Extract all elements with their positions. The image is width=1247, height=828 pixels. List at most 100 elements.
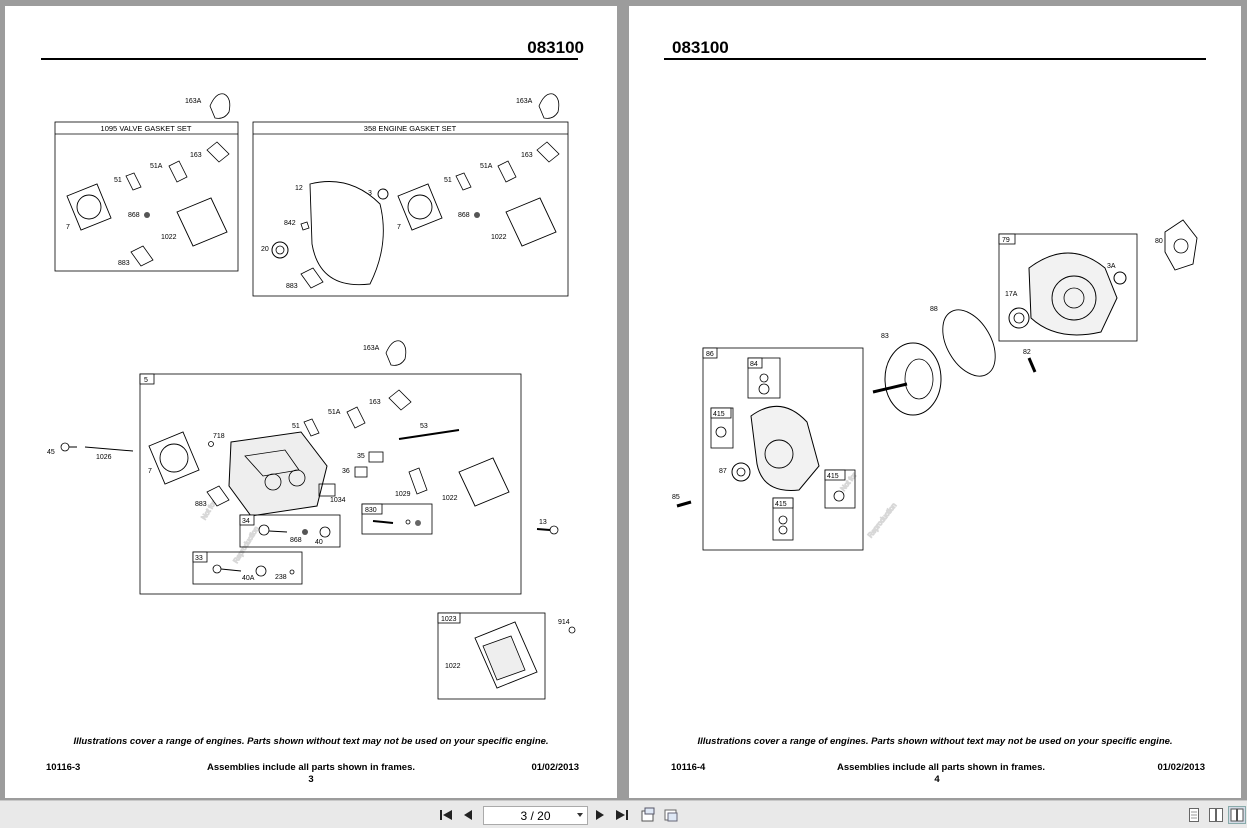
frame-rocker-cover (437, 612, 546, 700)
svg-text:35: 35 (357, 453, 365, 460)
frame-engine-gasket-set (252, 121, 569, 297)
svg-text:13: 13 (539, 519, 547, 526)
svg-text:51: 51 (444, 177, 452, 184)
svg-text:1022: 1022 (491, 234, 507, 241)
svg-text:53: 53 (420, 423, 428, 430)
svg-text:163: 163 (190, 152, 202, 159)
svg-text:84: 84 (750, 361, 758, 368)
svg-text:883: 883 (195, 501, 207, 508)
parts-diagram-crankcase-cover: Not for Reproduction 79 3A 17A 80 88 83 … (672, 219, 1198, 551)
svg-text:868: 868 (128, 212, 140, 219)
part-label: 163A (516, 98, 533, 105)
svg-text:415: 415 (713, 411, 725, 418)
svg-text:7: 7 (397, 224, 401, 231)
svg-text:33: 33 (195, 555, 203, 562)
svg-text:415: 415 (775, 501, 787, 508)
frame-exhaust-valve (239, 514, 341, 548)
svg-text:88: 88 (930, 306, 938, 313)
footer-date: 01/02/2013 (531, 762, 579, 773)
page-indicator: 3 / 20 (520, 808, 551, 823)
svg-text:1022: 1022 (442, 495, 458, 502)
svg-text:82: 82 (1023, 349, 1031, 356)
footer-code: 10116-3 (46, 762, 81, 773)
svg-text:85: 85 (672, 494, 680, 501)
frame-crankcase-cover (702, 347, 864, 551)
svg-text:86: 86 (706, 351, 714, 358)
footer-code: 10116-4 (671, 762, 706, 773)
frame-cylinder-head (139, 373, 522, 595)
page-header-number: 083100 (672, 38, 729, 57)
footer-page-number: 3 (308, 774, 314, 785)
footer-note: Assemblies include all parts shown in fr… (836, 762, 1045, 773)
frame-intake-valve (192, 551, 303, 585)
svg-text:36: 36 (342, 468, 350, 475)
footer-note: Assemblies include all parts shown in fr… (206, 762, 415, 773)
svg-text:51: 51 (114, 177, 122, 184)
svg-text:Reproduction: Reproduction (867, 502, 898, 539)
header-rule (41, 58, 578, 60)
page-number-select[interactable]: 3 / 20 (483, 806, 588, 825)
next-page-icon[interactable] (591, 806, 609, 824)
svg-text:34: 34 (242, 518, 250, 525)
first-page-icon[interactable] (437, 806, 455, 824)
svg-text:163A: 163A (363, 345, 380, 352)
book-view-icon[interactable] (1228, 806, 1246, 824)
part-label: 163A (185, 98, 202, 105)
single-page-icon[interactable] (1185, 806, 1203, 824)
svg-text:7: 7 (148, 468, 152, 475)
svg-text:51A: 51A (480, 163, 493, 170)
last-page-icon[interactable] (613, 806, 631, 824)
previous-page-icon[interactable] (459, 806, 477, 824)
footer-page-number: 4 (934, 774, 940, 785)
svg-text:12: 12 (295, 185, 303, 192)
svg-text:883: 883 (118, 260, 130, 267)
header-rule (664, 58, 1206, 60)
svg-text:40A: 40A (242, 575, 255, 582)
svg-text:1029: 1029 (395, 491, 411, 498)
svg-text:868: 868 (290, 537, 302, 544)
svg-text:87: 87 (719, 468, 727, 475)
viewer-toolbar: 3 / 20 (0, 800, 1247, 828)
frame-title: 358 ENGINE GASKET SET (364, 124, 457, 133)
svg-text:83: 83 (881, 333, 889, 340)
svg-text:842: 842 (284, 220, 296, 227)
svg-text:868: 868 (458, 212, 470, 219)
frame-title: 1095 VALVE GASKET SET (101, 124, 192, 133)
svg-text:79: 79 (1002, 237, 1010, 244)
illustration-caption: Illustrations cover a range of engines. … (697, 736, 1173, 747)
chevron-down-icon (577, 813, 583, 817)
frame-valve-gasket-set (54, 121, 239, 272)
svg-text:Reproduction: Reproduction (233, 526, 261, 565)
svg-text:51A: 51A (328, 409, 341, 416)
svg-text:163: 163 (521, 152, 533, 159)
fit-width-icon[interactable] (662, 806, 680, 824)
parts-diagram-cylinder-head: Not for Reproduction 163A 163A 1095 VALV… (47, 93, 576, 700)
svg-text:1023: 1023 (441, 616, 457, 623)
two-page-icon[interactable] (1207, 806, 1225, 824)
svg-text:51A: 51A (150, 163, 163, 170)
fit-page-icon[interactable] (639, 806, 657, 824)
frame-rocker (361, 503, 433, 535)
svg-text:1026: 1026 (96, 454, 112, 461)
svg-text:3A: 3A (1107, 263, 1116, 270)
svg-text:17A: 17A (1005, 291, 1018, 298)
svg-text:163: 163 (369, 399, 381, 406)
svg-text:883: 883 (286, 283, 298, 290)
document-page-3: 083100 Not for Reproduction 163A 163A 10… (5, 6, 617, 798)
footer-date: 01/02/2013 (1157, 762, 1205, 773)
document-page-4: 083100 Not for Reproduction 79 3A 17A 80… (629, 6, 1241, 798)
svg-text:40: 40 (315, 539, 323, 546)
svg-text:3: 3 (368, 190, 372, 197)
svg-text:415: 415 (827, 473, 839, 480)
svg-text:80: 80 (1155, 238, 1163, 245)
svg-text:20: 20 (261, 246, 269, 253)
svg-text:830: 830 (365, 507, 377, 514)
svg-text:5: 5 (144, 377, 148, 384)
page-header-number: 083100 (527, 38, 584, 57)
svg-text:51: 51 (292, 423, 300, 430)
gasket-part (538, 93, 560, 119)
gasket-part (209, 93, 231, 119)
svg-text:1022: 1022 (161, 234, 177, 241)
svg-text:7: 7 (66, 224, 70, 231)
frame-sump-cover (998, 233, 1138, 342)
